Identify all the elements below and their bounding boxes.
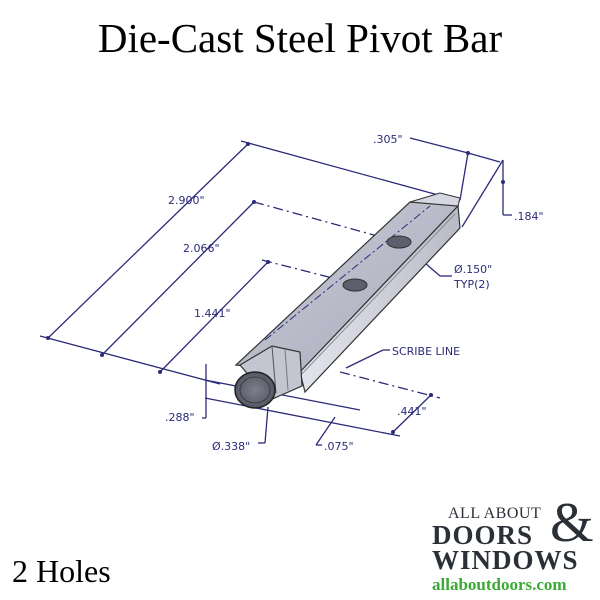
dim-overall-length: 2.900"	[168, 194, 205, 207]
dim-hole2-distance: 2.066"	[183, 242, 220, 255]
end-cap	[234, 371, 276, 409]
logo-ampersand: &	[550, 492, 594, 554]
logo-windows: WINDOWS	[432, 545, 579, 575]
dim-offset: .075"	[324, 440, 354, 453]
logo-top-line: ALL ABOUT	[448, 505, 542, 522]
dim-hole1-distance: 1.441"	[194, 307, 231, 320]
dim-height: .184"	[514, 210, 544, 223]
hole-count-label: 2 Holes	[12, 553, 111, 589]
arrowheads	[46, 142, 505, 434]
scribe-line-label: SCRIBE LINE	[392, 345, 460, 358]
hole-1	[342, 278, 368, 292]
dimension-labels: 2.900" 2.066" 1.441" .305" .184" Ø.150" …	[165, 133, 544, 453]
hole-2	[386, 235, 412, 249]
dim-scribe-distance: .441"	[397, 405, 427, 418]
page-title: Die-Cast Steel Pivot Bar	[97, 15, 503, 61]
logo-doors: DOORS	[432, 520, 534, 550]
dim-width: .305"	[373, 133, 403, 146]
dimension-lines	[39, 137, 512, 446]
dim-end-diameter: Ø.338"	[212, 440, 250, 453]
dim-hole-diameter: Ø.150"	[454, 263, 492, 276]
pivot-bar-body	[234, 192, 461, 409]
dim-hole-count: TYP(2)	[453, 278, 490, 291]
dim-end-height: .288"	[165, 411, 195, 424]
logo-url[interactable]: allaboutdoors.com	[432, 575, 567, 594]
